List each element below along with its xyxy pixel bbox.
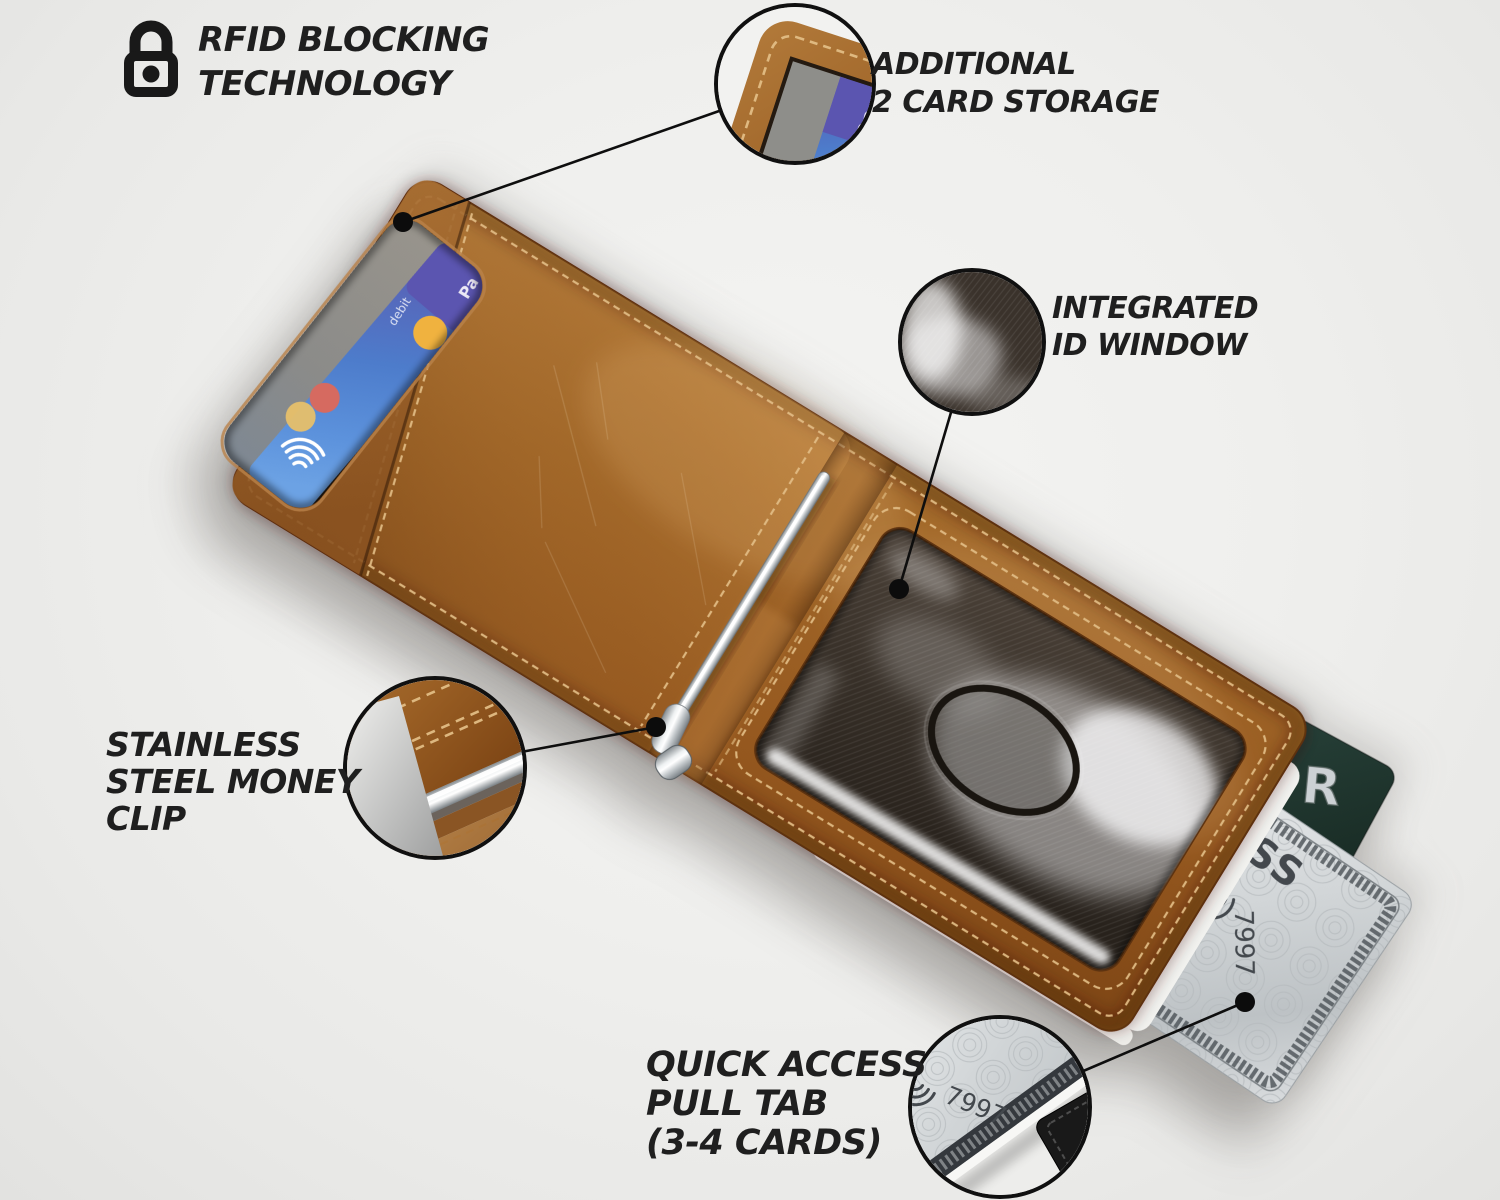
caption-line: (3-4 CARDS) xyxy=(646,1123,882,1163)
caption-pull-tab: QUICK ACCESS PULL TAB (3-4 CARDS) xyxy=(646,1046,927,1163)
green-card-letter: R xyxy=(1299,756,1343,817)
callout-circle-money-clip xyxy=(343,676,527,860)
contactless-icon xyxy=(912,1084,936,1107)
caption-money-clip: STAINLESS STEEL MONEY CLIP xyxy=(106,725,360,838)
wallet-illustration: R ESS 7997 xyxy=(213,180,1412,1104)
caption-rfid: RFID BLOCKING TECHNOLOGY xyxy=(198,18,490,106)
mastercard-logo-2 xyxy=(285,401,316,432)
mastercard-logo xyxy=(309,382,340,413)
caption-line: INTEGRATED xyxy=(1052,291,1259,326)
card-slot-window: Pa debit xyxy=(213,209,493,515)
silver-card-last4: 7997 xyxy=(1228,910,1259,977)
caption-card-storage: ADDITIONAL 2 CARD STORAGE xyxy=(872,46,1160,122)
silver-card-ornate-border xyxy=(1052,755,1397,1089)
caption-line: CLIP xyxy=(106,799,186,838)
contactless-icon xyxy=(280,437,326,469)
caption-id-window: INTEGRATED ID WINDOW xyxy=(1052,290,1259,364)
caption-line: 2 CARD STORAGE xyxy=(872,85,1160,120)
caption-line: RFID BLOCKING xyxy=(198,20,490,60)
id-window-reflections xyxy=(751,524,1250,975)
wallet-photo: R ESS 7997 xyxy=(213,172,1412,1104)
grey-card xyxy=(213,209,451,485)
id-window xyxy=(751,524,1250,975)
callout-circle-id-window xyxy=(898,268,1046,416)
caption-line: ADDITIONAL xyxy=(872,47,1076,82)
caption-line: STAINLESS xyxy=(106,725,301,764)
caption-line: STEEL MONEY xyxy=(106,762,360,801)
silver-card-zoom: 7997 xyxy=(912,1019,1088,1195)
thumb-oval-cutout xyxy=(927,684,1080,816)
callout-circle-card-storage: Pa xyxy=(714,3,876,165)
caption-line: TECHNOLOGY xyxy=(198,64,451,104)
card-logo-circle xyxy=(413,315,448,350)
caption-line: ID WINDOW xyxy=(1052,328,1247,363)
lock-icon xyxy=(124,20,178,97)
caption-line: QUICK ACCESS xyxy=(646,1045,927,1085)
caption-line: PULL TAB xyxy=(646,1084,828,1124)
fold xyxy=(648,432,898,785)
background-wedge xyxy=(347,696,443,856)
grey-card-zoom xyxy=(726,61,847,161)
money-clip xyxy=(651,471,836,780)
callout-circle-pull-tab: 7997 xyxy=(908,1015,1092,1199)
